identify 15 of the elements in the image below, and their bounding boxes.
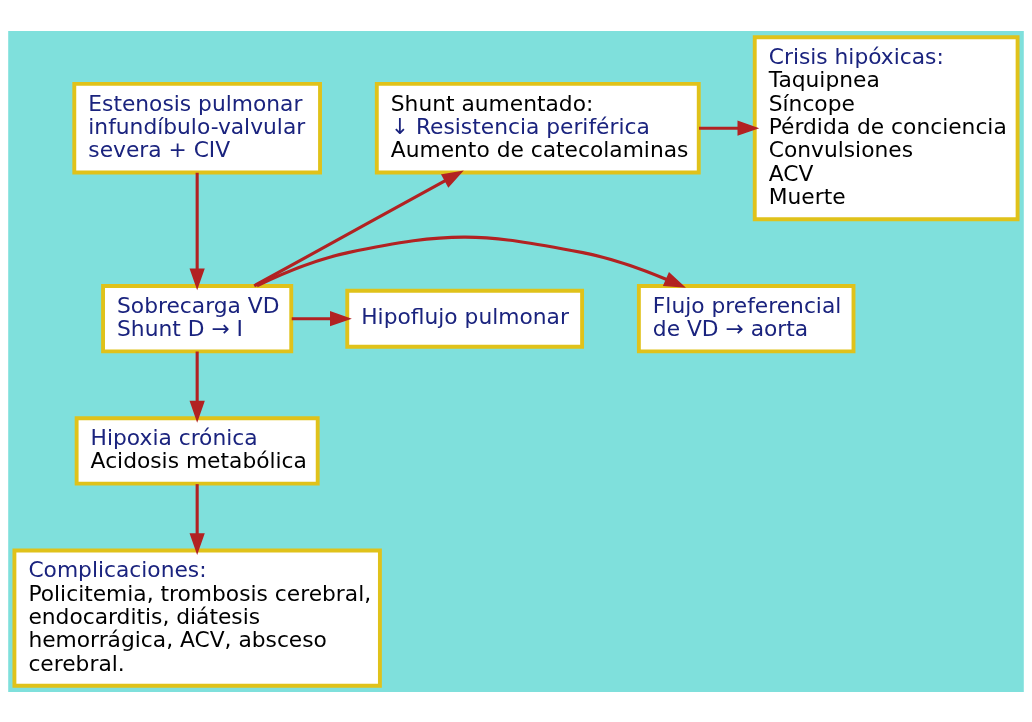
node-box: Shunt aumentado: ↓ Resistencia periférica Aumento de catecolaminas xyxy=(374,81,701,174)
node-box: Sobrecarga VD Shunt D → I xyxy=(101,283,294,353)
node-box: Crisis hipóxicas: Taquipnea Síncope Pérdida de conciencia Convulsiones ACV Muerte xyxy=(752,34,1020,221)
node-box: Hipoxia crónica Acidosis metabólica xyxy=(74,415,320,486)
arrow xyxy=(189,351,205,423)
node-box: Complicaciones: Policitemia, trombosis cerebral, endocarditis, diátesis hemorrágica, ACV, absceso cerebral. xyxy=(12,548,382,688)
node-box: Flujo preferencial de VD → aorta xyxy=(636,283,856,353)
arrow xyxy=(253,170,464,287)
arrow xyxy=(256,235,686,288)
arrow xyxy=(699,120,760,136)
arrow xyxy=(189,483,205,555)
node-box: Estenosis pulmonar infundíbulo-valvular severa + CIV xyxy=(72,81,322,174)
arrow xyxy=(189,172,205,290)
arrow xyxy=(291,310,352,326)
node-box: Hipoflujo pulmonar xyxy=(345,288,585,349)
